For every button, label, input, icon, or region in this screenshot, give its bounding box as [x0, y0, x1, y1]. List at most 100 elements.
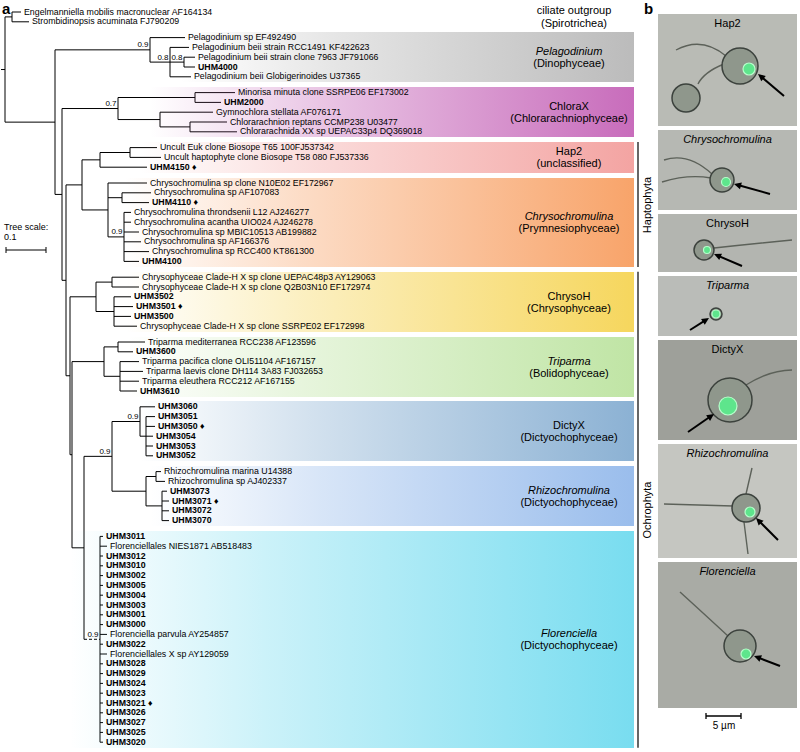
taxon-label: Chrysochromulina sp AF166376 [144, 236, 269, 247]
micrograph-panel: Rhizochromulina [658, 444, 797, 558]
flagellum [662, 177, 711, 182]
tree-branch [82, 209, 108, 210]
tree-branch [84, 456, 112, 457]
taxon-label: Chrysochromulina throndsenii L12 AJ24627… [134, 207, 309, 218]
taxon-label: Pelagodinium beii strain RCC1491 KF42262… [192, 42, 370, 53]
bootstrap-value: 0.9 [127, 412, 138, 421]
tree-branch [104, 376, 120, 377]
taxon-label: UHM3070 [172, 515, 212, 526]
panel-title: Florenciella [658, 562, 797, 578]
cell-body [732, 494, 760, 522]
taxon-label: Chlorarachnion reptans CCMP238 U03477 [230, 117, 398, 128]
taxon-label: Chrysophyceae Clade-H X sp clone UEPAC48… [142, 272, 375, 283]
taxon-label: UHM3502 [134, 291, 174, 302]
tree-branch [62, 280, 66, 281]
taxon-label: UHM3052 [156, 450, 196, 461]
tree-branch [96, 311, 114, 312]
taxon-label: Chrysophyceae Clade-H X sp clone Q2B03N1… [142, 282, 370, 293]
bootstrap-value: 0.8 [157, 53, 168, 62]
taxon-label: UHM3500 [134, 311, 174, 322]
micrograph-scale-bar [740, 713, 741, 719]
phylum-label: Haptophyta [640, 142, 654, 267]
bootstrap-value: 0.7 [105, 99, 116, 108]
taxon-label: UHM3028 [106, 658, 146, 669]
micrograph-scale-bar [706, 715, 741, 716]
scale-label: 5 µm [699, 720, 749, 732]
class-name: (Prymnesiophyceae) [508, 222, 630, 234]
taxon-label: UHM3022 [106, 639, 146, 650]
taxon-label: Rhizochromulina sp AJ402337 [168, 476, 287, 487]
taxon-label: Uncult Euk clone Biosope T65 100FJ537342 [160, 142, 334, 153]
bootstrap-value: 0.9 [87, 630, 98, 639]
taxon-label: Chrysochromulina sp AF107083 [154, 187, 279, 198]
class-name: (Bolidophyceae) [508, 367, 630, 379]
taxon-label: Triparma pacifica clone OLI51104 AF16715… [142, 356, 316, 367]
taxon-label: Engelmanniella mobilis macronuclear AF16… [24, 7, 212, 18]
tree-branch [108, 197, 122, 198]
tree-branch [66, 184, 82, 185]
micrograph-panel: Hap2 [658, 14, 797, 126]
tree-branch [12, 21, 29, 22]
tree-branch [55, 194, 62, 195]
taxon-label: Chrysophyceae Clade-H X sp clone SSRPE02… [140, 321, 364, 332]
tree-branch [104, 346, 118, 347]
taxon-label: UHM3025 [106, 727, 146, 738]
taxon-label: UHM3005 [106, 580, 146, 591]
taxon-label: UHM2000 [224, 97, 264, 108]
taxon-label: UHM3053 [156, 441, 196, 452]
class-name: (Dinophyceae) [508, 57, 630, 69]
taxon-label: UHM3050 ♦ [158, 421, 205, 432]
tree-branch [70, 454, 72, 455]
taxon-label: Rhizochromulina marina U14388 [164, 466, 292, 477]
flagellum [744, 522, 748, 554]
micrograph-panel: Chrysochromulina [658, 130, 797, 210]
fluorescent-spot [722, 178, 731, 187]
taxon-label: Pelagodinium beii Globigerinoides U37365 [194, 71, 360, 82]
class-name: (Chlorarachniophyceae) [508, 112, 630, 124]
taxon-label: UHM3501 ♦ [136, 301, 183, 312]
clade-band: Florenciella(Dictyochophyceae) [70, 531, 634, 748]
fluorescent-spot [745, 507, 755, 517]
taxon-label: Minorisa minuta clone SSRPE06 EF173002 [238, 87, 409, 98]
bootstrap-value: 0.9 [99, 447, 110, 456]
cell-body [722, 48, 758, 84]
cell-illustration [658, 14, 797, 126]
fluorescent-spot [704, 247, 711, 254]
pointer-arrowhead [701, 318, 709, 325]
panel-letter: b [644, 0, 653, 17]
pointer-arrow [718, 256, 742, 266]
cell-body [708, 378, 752, 422]
cell-body [724, 630, 756, 662]
flagellum [714, 240, 792, 248]
micrograph-panel: Triparma [658, 276, 797, 336]
panel-title: Hap2 [658, 14, 797, 30]
panel-title: Triparma [658, 276, 797, 292]
tree-branch [72, 361, 104, 362]
taxon-label: UHM3020 [106, 737, 146, 748]
scale-label: Tree scale: 0.1 [4, 222, 52, 243]
taxon-label: UHM4110 ♦ [152, 197, 198, 208]
taxon-label: Florenciella parvula AY254857 [110, 629, 229, 640]
micrograph-panel: ChrysoH [658, 214, 797, 272]
pointer-arrowhead [758, 74, 766, 81]
panel-title: Rhizochromulina [658, 444, 797, 460]
bootstrap-value: 0.8 [171, 53, 182, 62]
flagellum [746, 468, 752, 494]
micrograph-scale-bar [705, 713, 706, 719]
class-name: (unclassified) [508, 157, 630, 169]
pointer-arrowhead [714, 254, 722, 260]
fluorescent-spot [741, 649, 751, 659]
taxon-label: Chrysochromulina sp clone N10E02 EF17296… [150, 178, 333, 189]
clade-name: Chrysochromulina [508, 210, 630, 222]
micrograph-panel: DictyX [658, 340, 797, 440]
taxon-label: Chlorarachnida XX sp UEPAC33p4 DQ369018 [240, 126, 422, 137]
taxon-label: UHM4000 [198, 62, 238, 73]
flagellum [680, 592, 728, 636]
taxon-label: UHM3012 [106, 551, 146, 562]
class-name: (Dictyochophyceae) [508, 431, 630, 443]
taxon-label: Triparma laevis clone DH114 3A83 FJ03265… [146, 366, 323, 377]
clade-band: DictyX(Dictyochophyceae) [140, 401, 634, 461]
clade-name: Pelagodinium [508, 45, 630, 57]
tree-scale-bar [6, 250, 46, 251]
cell-illustration [658, 444, 797, 558]
